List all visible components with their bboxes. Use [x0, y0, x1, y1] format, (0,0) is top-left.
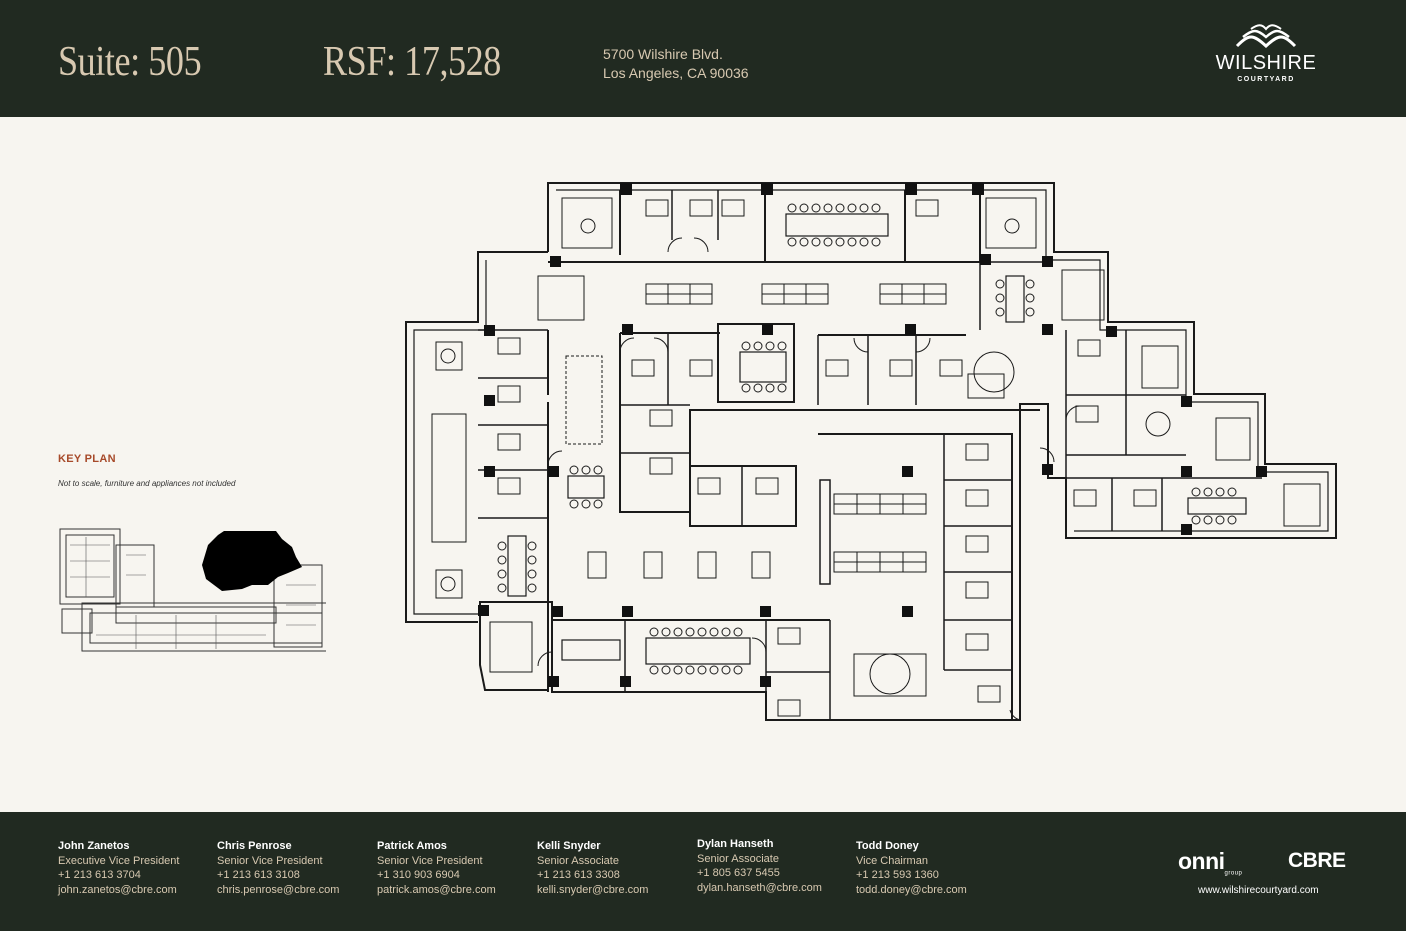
key-plan-note: Not to scale, furniture and appliances n… — [58, 479, 236, 488]
contact-name: Kelli Snyder — [537, 840, 601, 852]
address-line-2: Los Angeles, CA 90036 — [603, 65, 749, 81]
onni-wordmark: onni — [1178, 848, 1225, 874]
contact-title: Senior Vice President — [377, 854, 483, 867]
address-line-1: 5700 Wilshire Blvd. — [603, 46, 723, 62]
contact-title: Executive Vice President — [58, 854, 180, 867]
contact-email[interactable]: patrick.amos@cbre.com — [377, 883, 496, 896]
brand-subtitle: COURTYARD — [1237, 76, 1295, 83]
wave-logo-icon — [1235, 24, 1297, 48]
onni-subtext: group — [1224, 870, 1243, 877]
contact-phone[interactable]: +1 213 593 1360 — [856, 869, 939, 881]
contact-card: Todd Doney Vice Chairman +1 213 593 1360… — [856, 839, 967, 897]
contact-title: Senior Associate — [537, 854, 619, 867]
contact-phone[interactable]: +1 213 613 3308 — [537, 869, 620, 881]
brand-name: WILSHIRE — [1215, 52, 1317, 74]
footer-bar: John Zanetos Executive Vice President +1… — [0, 812, 1406, 931]
cbre-logo: CBRE — [1288, 849, 1346, 872]
contact-name: Todd Doney — [856, 840, 919, 852]
rsf-area: RSF: 17,528 — [323, 39, 501, 85]
building-address: 5700 Wilshire Blvd. Los Angeles, CA 9003… — [603, 45, 749, 83]
contact-email[interactable]: kelli.snyder@cbre.com — [537, 883, 649, 896]
key-plan-title: KEY PLAN — [58, 453, 116, 465]
contact-phone[interactable]: +1 213 613 3704 — [58, 869, 141, 881]
header-bar: Suite: 505 RSF: 17,528 5700 Wilshire Blv… — [0, 0, 1406, 117]
key-plan-map — [59, 528, 326, 652]
contact-email[interactable]: chris.penrose@cbre.com — [217, 883, 340, 896]
contact-title: Senior Vice President — [217, 854, 323, 867]
contact-name: Chris Penrose — [217, 840, 292, 852]
contact-card: Patrick Amos Senior Vice President +1 31… — [377, 839, 496, 897]
wilshire-courtyard-logo: WILSHIRE COURTYARD — [1210, 24, 1322, 83]
contact-title: Senior Associate — [697, 852, 779, 865]
contact-email[interactable]: dylan.hanseth@cbre.com — [697, 881, 822, 894]
contact-email[interactable]: john.zanetos@cbre.com — [58, 883, 177, 896]
contact-card: Dylan Hanseth Senior Associate +1 805 63… — [697, 837, 822, 895]
contact-phone[interactable]: +1 805 637 5455 — [697, 867, 780, 879]
contact-card: Chris Penrose Senior Vice President +1 2… — [217, 839, 339, 897]
contact-name: John Zanetos — [58, 840, 130, 852]
suite-number: Suite: 505 — [58, 39, 202, 85]
suite-highlight — [202, 531, 302, 591]
website-link[interactable]: www.wilshirecourtyard.com — [1198, 885, 1319, 896]
contact-name: Patrick Amos — [377, 840, 447, 852]
contact-card: John Zanetos Executive Vice President +1… — [58, 839, 179, 897]
contact-email[interactable]: todd.doney@cbre.com — [856, 883, 967, 896]
contact-phone[interactable]: +1 213 613 3108 — [217, 869, 300, 881]
contact-title: Vice Chairman — [856, 854, 928, 867]
floor-plan — [405, 182, 1337, 721]
contact-name: Dylan Hanseth — [697, 838, 774, 850]
contact-phone[interactable]: +1 310 903 6904 — [377, 869, 460, 881]
onni-logo: onnigroup — [1178, 848, 1242, 877]
contact-card: Kelli Snyder Senior Associate +1 213 613… — [537, 839, 648, 897]
